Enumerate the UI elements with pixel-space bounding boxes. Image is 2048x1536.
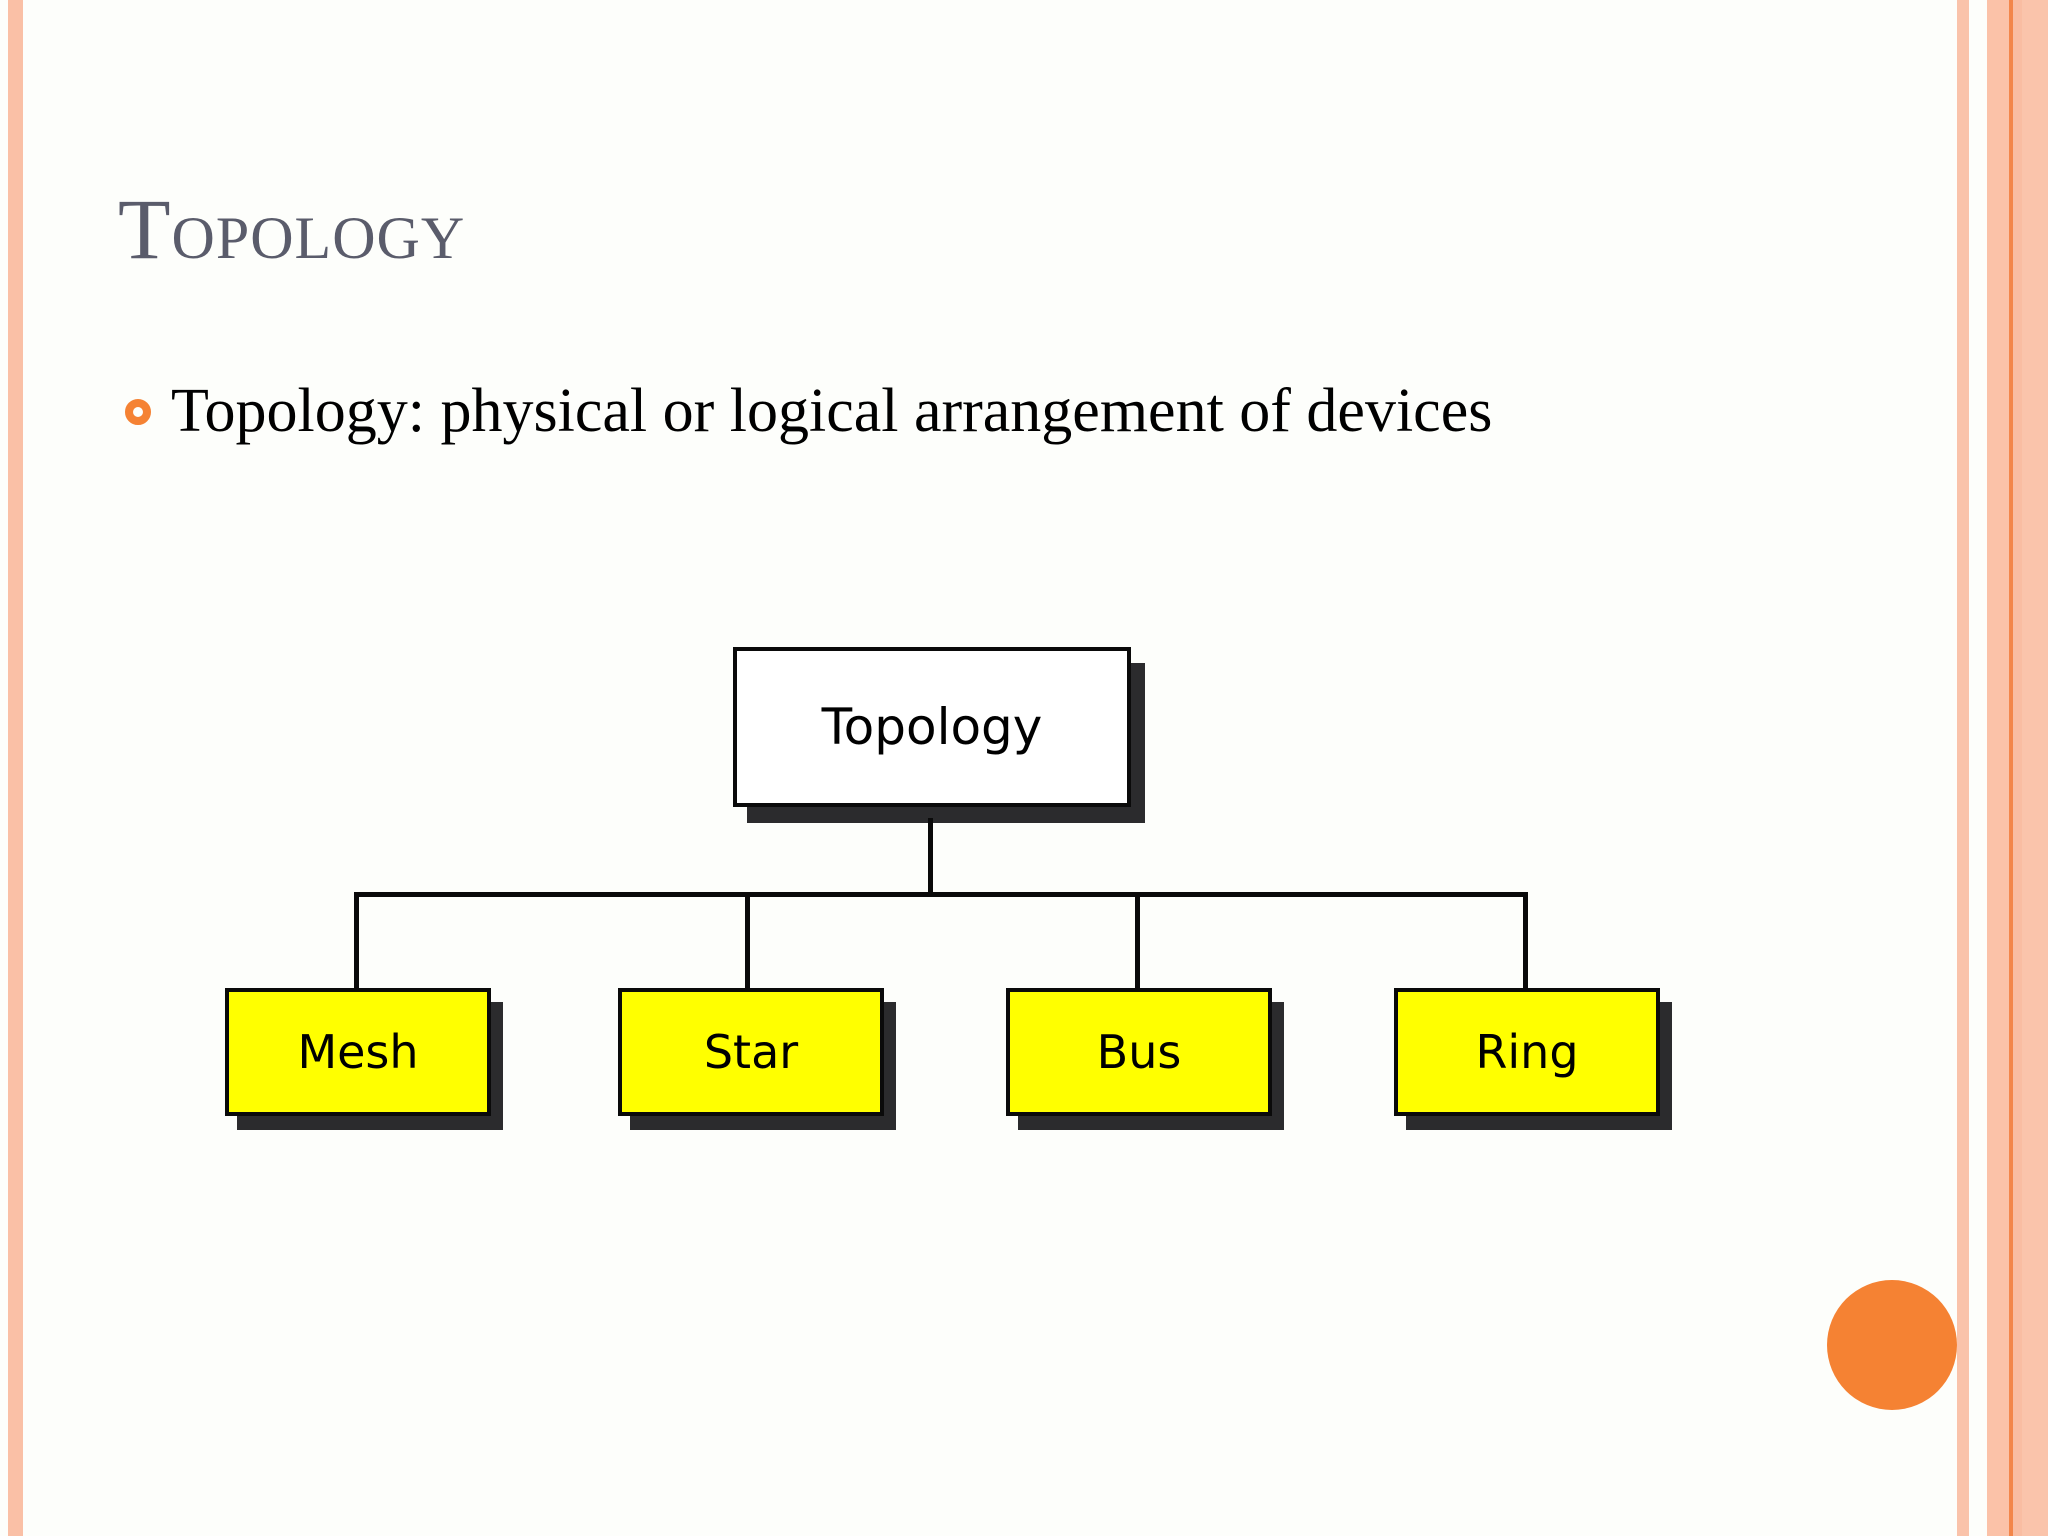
diagram-node-mesh-label: Mesh: [297, 1025, 419, 1079]
connector-root-vertical: [928, 818, 933, 896]
bullet-circle-icon: [125, 399, 151, 425]
connector-drop-star: [745, 892, 750, 990]
right-border-stripe-thin: [2013, 0, 2022, 1536]
bullet-item-text: Topology: physical or logical arrangemen…: [171, 377, 1493, 445]
diagram-node-star: Star: [618, 988, 884, 1116]
diagram-node-ring-label: Ring: [1475, 1025, 1579, 1079]
connector-drop-bus: [1135, 892, 1140, 990]
bullet-list: Topology: physical or logical arrangemen…: [125, 375, 1685, 448]
connector-drop-ring: [1523, 892, 1528, 990]
right-border-gap: [1969, 0, 1987, 1536]
diagram-node-bus-label: Bus: [1096, 1025, 1182, 1079]
right-border-stripe-edge: [2022, 0, 2048, 1536]
diagram-node-star-label: Star: [703, 1025, 799, 1079]
right-border-stripe-outer: [1957, 0, 1969, 1536]
connector-drop-mesh: [354, 892, 359, 990]
diagram-node-ring: Ring: [1394, 988, 1660, 1116]
diagram-node-mesh: Mesh: [225, 988, 491, 1116]
diagram-node-bus: Bus: [1006, 988, 1272, 1116]
diagram-node-root-label: Topology: [821, 698, 1043, 756]
right-border-accent-line: [2009, 0, 2013, 1536]
connector-horizontal-bus: [354, 892, 1528, 897]
right-border-stripe-wide: [1987, 0, 2009, 1536]
left-border-stripe: [8, 0, 23, 1536]
diagram-node-root: Topology: [733, 647, 1131, 807]
corner-dot-decoration: [1827, 1280, 1957, 1410]
page-title: Topology: [118, 181, 466, 277]
